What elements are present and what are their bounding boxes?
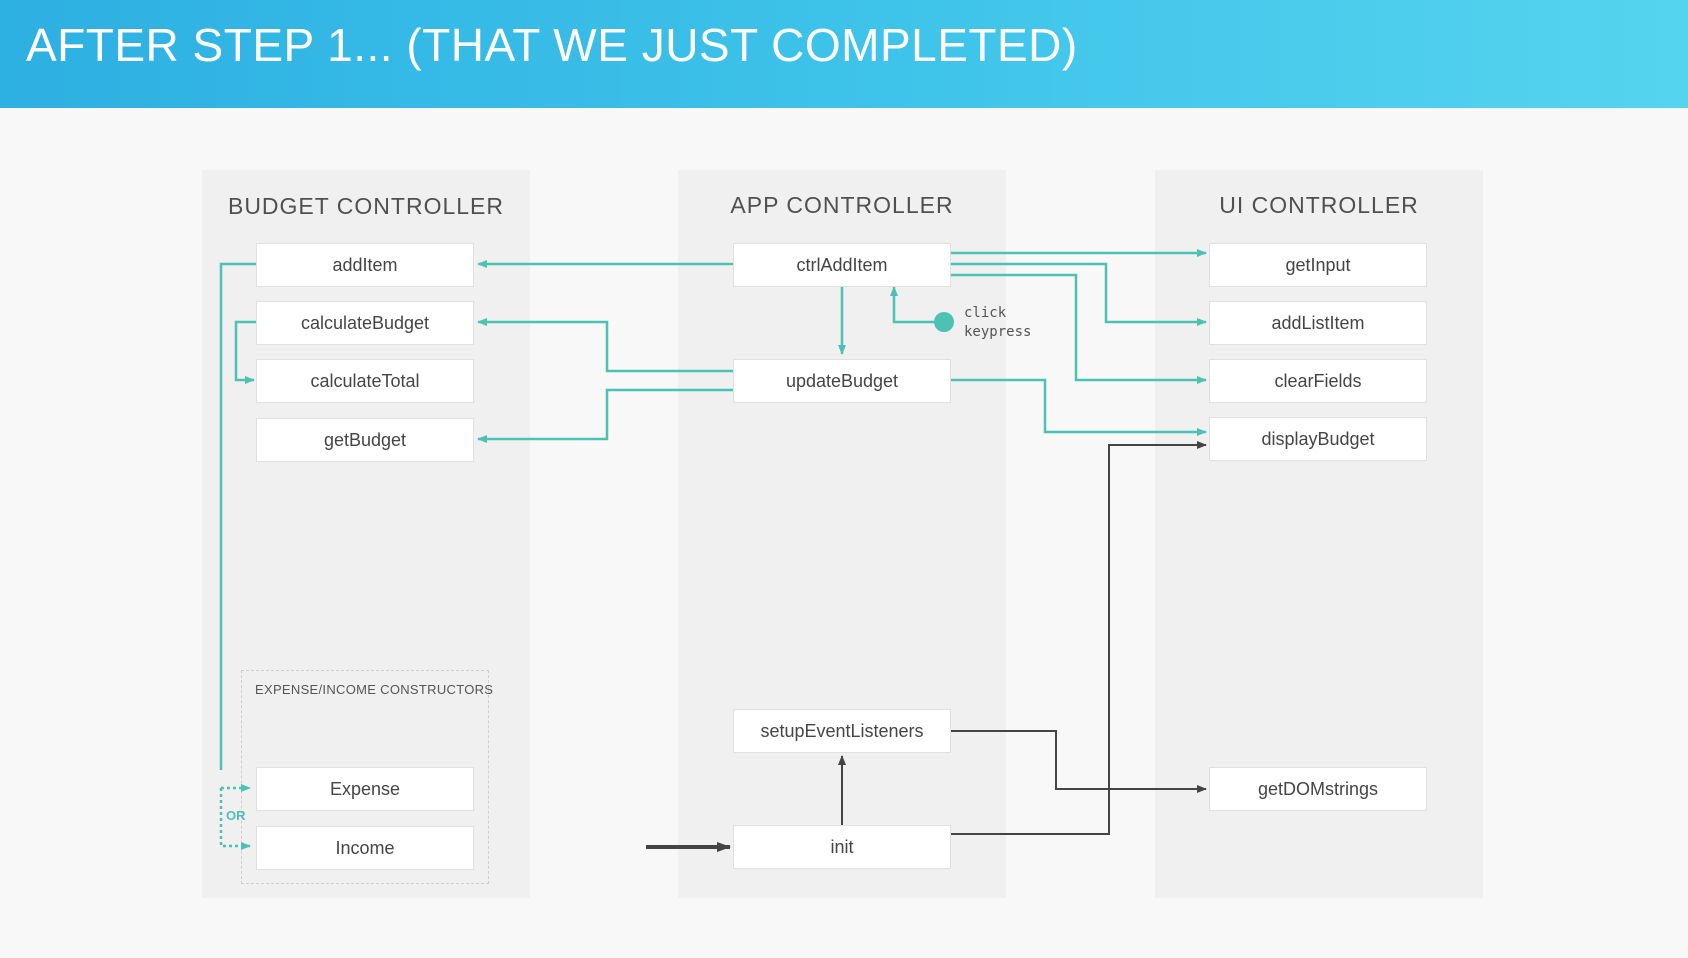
event-click-label: click	[964, 305, 1007, 321]
connector-updatebudget-calculatebudget	[477, 318, 733, 373]
app-controller-title: APP CONTROLLER	[730, 192, 954, 218]
getdomstrings-box: getDOMstrings	[1209, 767, 1427, 811]
updatebudget-box: updateBudget	[733, 359, 951, 403]
connector-calculatebudget-calculatetotal	[234, 320, 256, 384]
setupeventlisteners-box: setupEventListeners	[733, 709, 951, 753]
expense-box: Expense	[256, 767, 474, 811]
header-bar: AFTER STEP 1... (THAT WE JUST COMPLETED)	[0, 0, 1688, 108]
connector-updatebudget-getbudget	[477, 388, 733, 443]
connector-event-ctrladditem	[890, 286, 944, 324]
constructors-label: EXPENSE/INCOME CONSTRUCTORS	[255, 682, 494, 697]
connector-additem-constructors	[219, 262, 256, 770]
event-keypress-label: keypress	[964, 324, 1032, 340]
getinput-box: getInput	[1209, 243, 1427, 287]
init-box: init	[733, 825, 951, 869]
event-dot	[934, 312, 954, 332]
page-title: AFTER STEP 1... (THAT WE JUST COMPLETED)	[26, 19, 1078, 71]
connector-ctrladditem-addlistitem	[951, 262, 1207, 326]
or-label: OR	[226, 808, 246, 823]
connector-setupeventlisteners-getdomstrings	[951, 730, 1207, 793]
addlistitem-box: addListItem	[1209, 301, 1427, 345]
calculatebudget-box: calculateBudget	[256, 301, 474, 345]
connector-or-income	[219, 788, 251, 850]
getbudget-box: getBudget	[256, 418, 474, 462]
ctrladditem-box: ctrlAddItem	[733, 243, 951, 287]
clearfields-box: clearFields	[1209, 359, 1427, 403]
connector-updatebudget-displaybudget	[951, 378, 1207, 436]
additem-box: addItem	[256, 243, 474, 287]
ui-controller-title: UI CONTROLLER	[1219, 192, 1419, 218]
displaybudget-box: displayBudget	[1209, 417, 1427, 461]
income-box: Income	[256, 826, 474, 870]
calculatetotal-box: calculateTotal	[256, 359, 474, 403]
connector-ctrladditem-clearfields	[951, 273, 1207, 384]
constructors-group	[241, 670, 489, 884]
connector-init-displaybudget	[951, 441, 1207, 835]
budget-controller-title: BUDGET CONTROLLER	[227, 193, 504, 219]
